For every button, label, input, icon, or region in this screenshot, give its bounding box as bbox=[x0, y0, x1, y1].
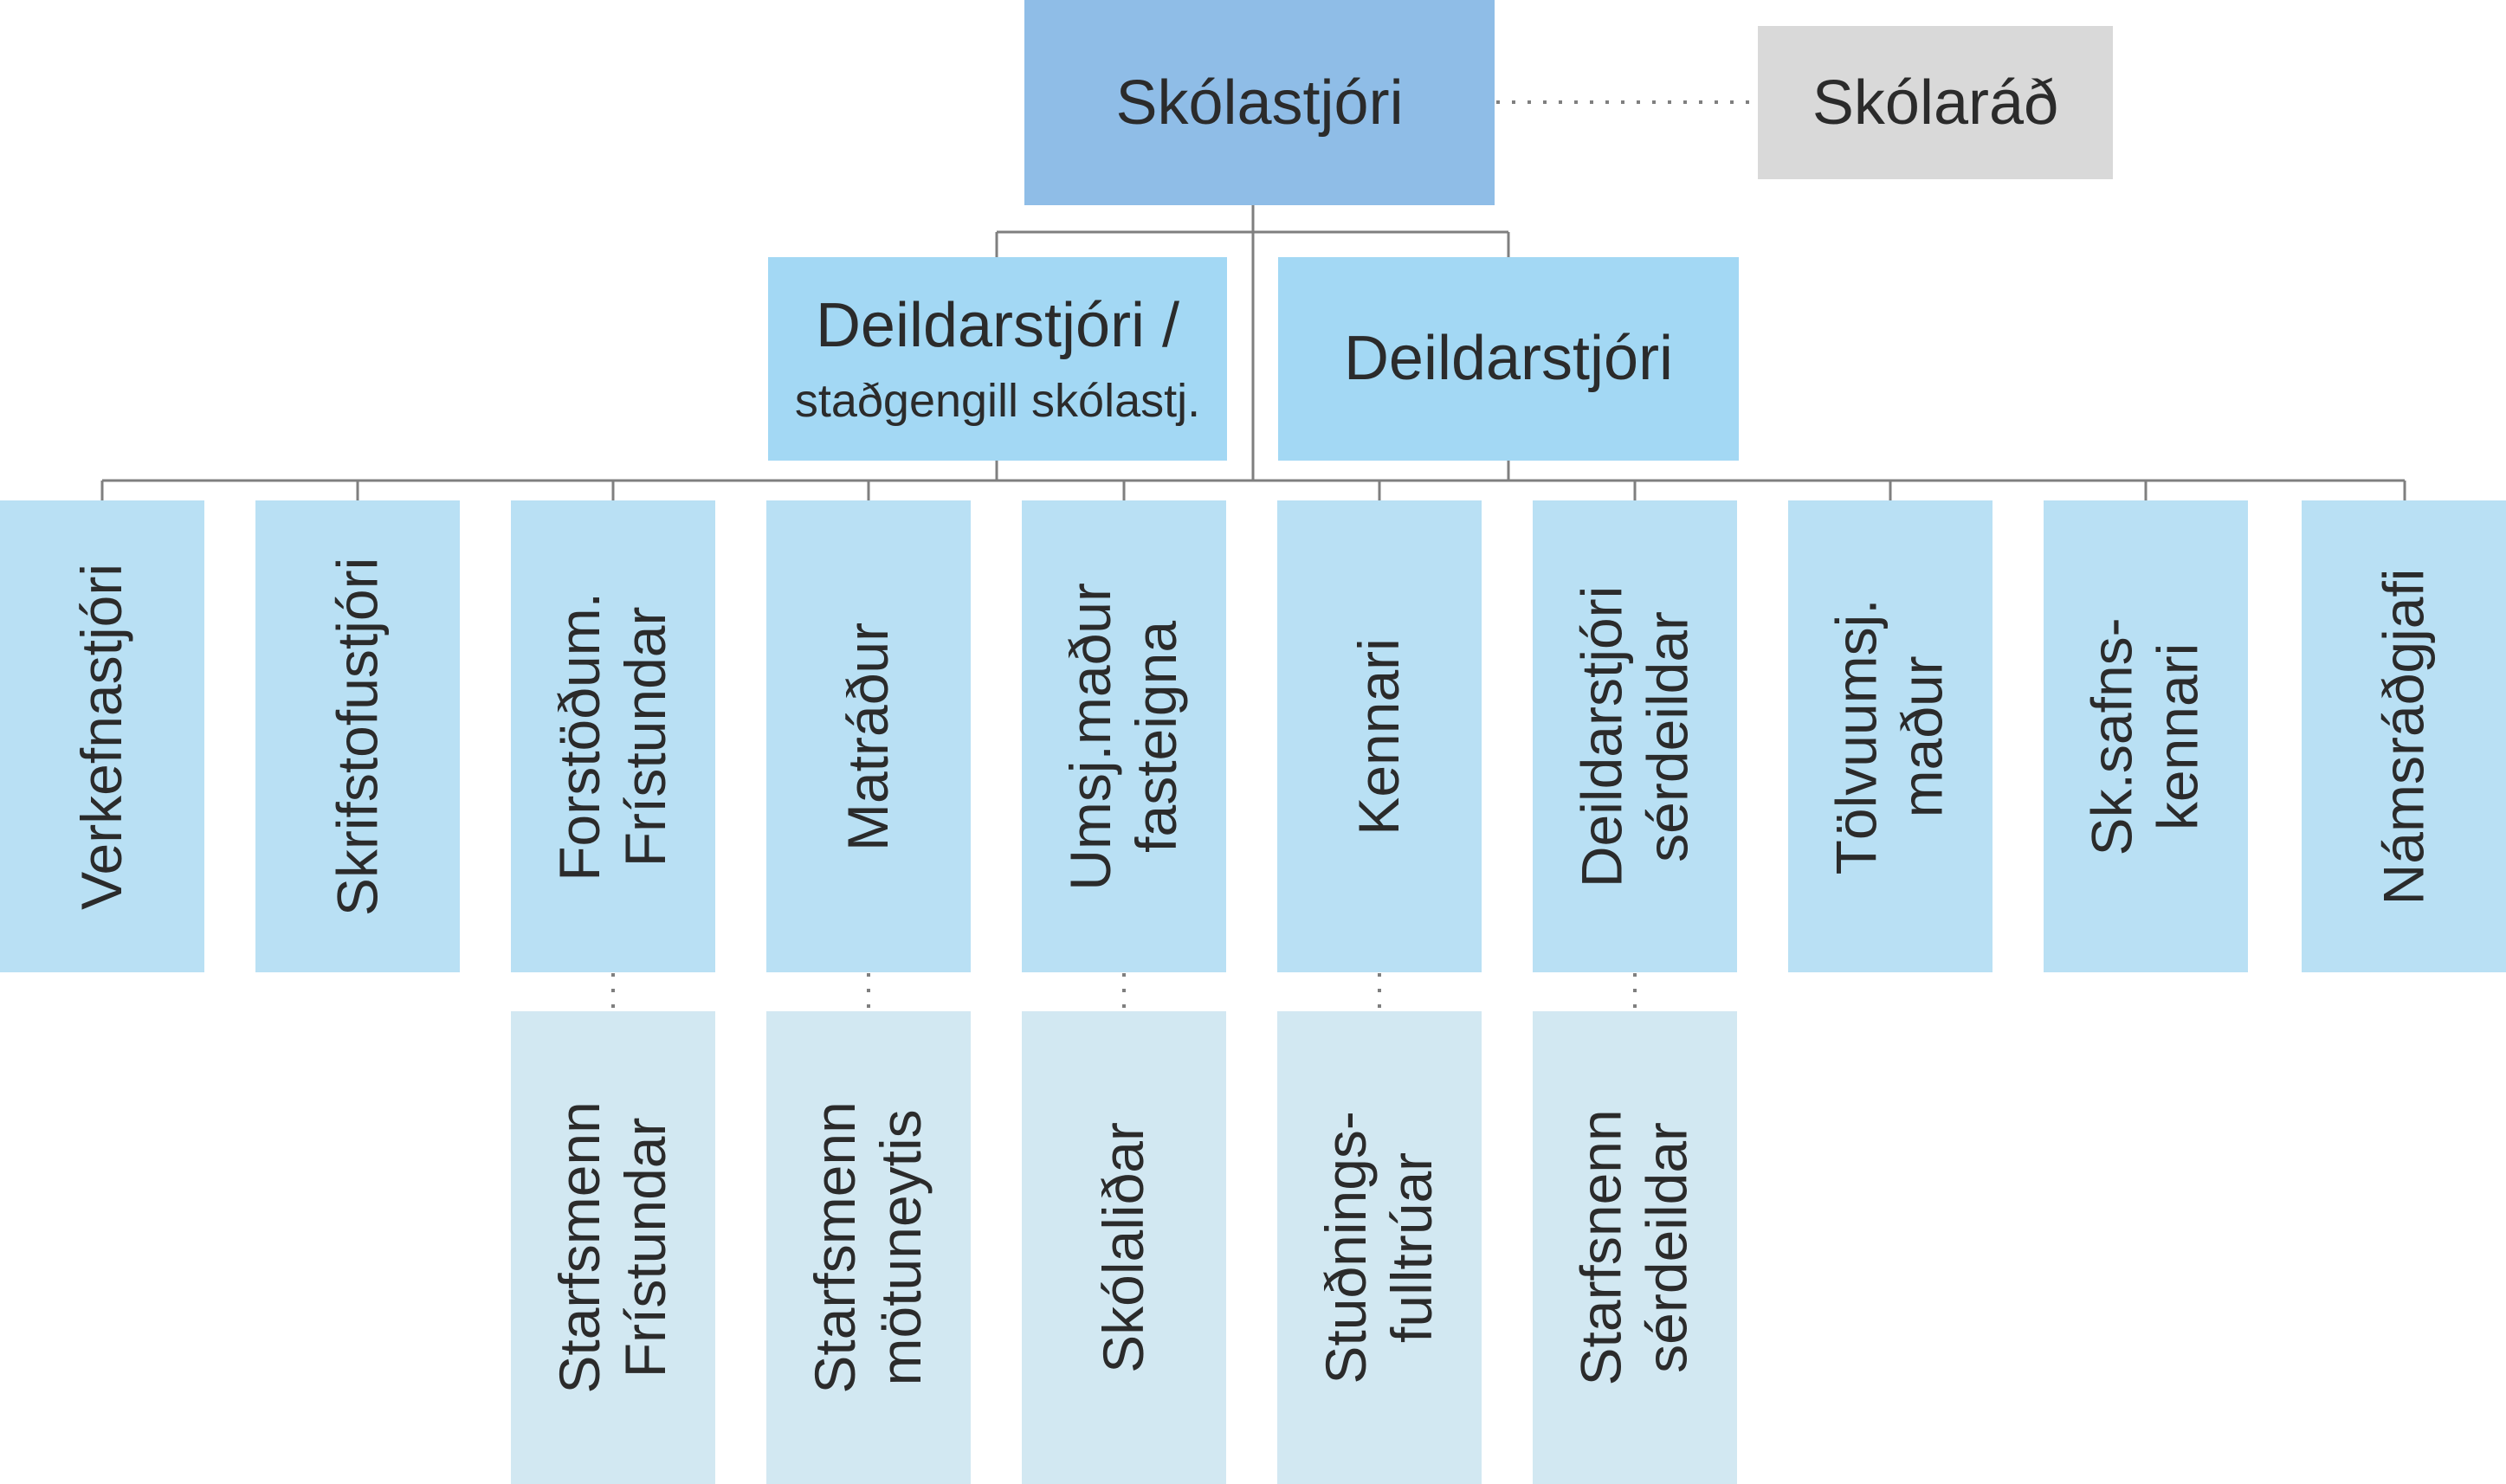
role-label-line2: Frístundar bbox=[613, 606, 677, 867]
staff-label-line2: mötuneytis bbox=[869, 1109, 933, 1386]
role-label: Námsráðgjafi bbox=[2371, 568, 2436, 905]
staff-label-line1: Starfsnenn bbox=[1569, 1109, 1634, 1386]
role-label: Skrifstofustjóri bbox=[325, 557, 390, 916]
department-head-box: Deildarstjóri bbox=[1278, 257, 1739, 461]
role-box-after-school-head: Forstöðum.Frístundar bbox=[511, 500, 715, 972]
role-box-teacher: Kennari bbox=[1277, 500, 1482, 972]
school-council-box: Skólaráð bbox=[1758, 26, 2113, 179]
role-label-line1: Umsj.maður bbox=[1058, 582, 1123, 891]
role-label-line1: Forstöðum. bbox=[547, 591, 612, 881]
staff-label-line1: Starfsmenn bbox=[547, 1101, 612, 1394]
role-box-project-manager: Verkefnastjóri bbox=[0, 500, 204, 972]
deputy-department-head-box: Deildarstjóri / staðgengill skólastj. bbox=[768, 257, 1227, 461]
role-label: Kennari bbox=[1347, 637, 1411, 836]
role-box-cook: Matráður bbox=[766, 500, 971, 972]
role-label-line2: kennari bbox=[2146, 642, 2210, 830]
role-label-line2: fasteigna bbox=[1124, 620, 1188, 853]
deputy-department-head-line1: Deildarstjóri / bbox=[815, 291, 1180, 361]
principal-label: Skólastjóri bbox=[1115, 68, 1404, 138]
role-label-line1: Sk.safns- bbox=[2080, 616, 2145, 856]
role-box-librarian: Sk.safns-kennari bbox=[2044, 500, 2248, 972]
role-label: Matráður bbox=[836, 622, 901, 851]
staff-label-line2: Frístundar bbox=[613, 1117, 678, 1378]
school-council-label: Skólaráð bbox=[1812, 68, 2059, 138]
staff-label-line1: Starfsmenn bbox=[803, 1101, 868, 1394]
role-label-line2: sérdeildar bbox=[1635, 610, 1699, 862]
role-label-line2: maður bbox=[1890, 655, 1955, 818]
staff-box-school-aides: Skólaliðar bbox=[1022, 1011, 1226, 1484]
staff-label-line2: fulltrúar bbox=[1379, 1152, 1444, 1344]
department-head-label: Deildarstjóri bbox=[1343, 324, 1674, 394]
staff-label-line2: sérdeildar bbox=[1635, 1122, 1699, 1373]
staff-label: Skólaliðar bbox=[1091, 1122, 1156, 1373]
staff-box-support-reps: Stuðnings-fulltrúar bbox=[1277, 1011, 1482, 1484]
principal-box: Skólastjóri bbox=[1024, 0, 1495, 205]
role-label-line1: Deildarstjóri bbox=[1569, 585, 1634, 887]
deputy-department-head-line2: staðgengill skólastj. bbox=[794, 374, 1201, 427]
role-box-counselor: Námsráðgjafi bbox=[2302, 500, 2506, 972]
staff-label-line1: Stuðnings- bbox=[1314, 1111, 1379, 1384]
role-box-it-manager: Tölvuumsj.maður bbox=[1788, 500, 1993, 972]
role-label: Verkefnastjóri bbox=[69, 563, 134, 910]
role-box-office-manager: Skrifstofustjóri bbox=[255, 500, 460, 972]
role-label-line1: Tölvuumsj. bbox=[1825, 597, 1889, 875]
